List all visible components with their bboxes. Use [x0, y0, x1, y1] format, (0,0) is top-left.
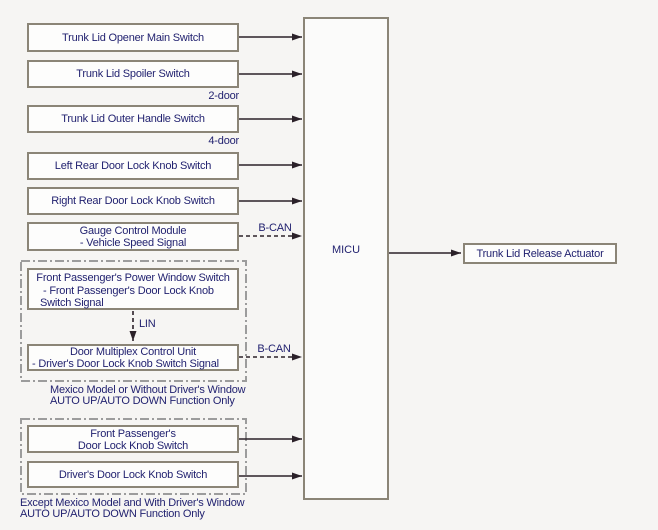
bus-label-bcan-upper: B-CAN	[258, 222, 292, 234]
node-trunk-lid-release-actuator: Trunk Lid Release Actuator	[463, 243, 617, 264]
node-label: Trunk Lid Release Actuator	[476, 247, 604, 260]
group-caption-mexico-model: Mexico Model or Without Driver's Window …	[50, 384, 246, 407]
node-label: Left Rear Door Lock Knob Switch	[54, 160, 212, 172]
node-trunk-lid-outer-handle-switch: Trunk Lid Outer Handle Switch	[27, 105, 239, 133]
node-label-line1: Front Passenger's	[90, 428, 176, 440]
node-label: Right Rear Door Lock Knob Switch	[51, 195, 215, 207]
node-label-line2: - Driver's Door Lock Knob Switch Signal	[32, 357, 219, 370]
node-label-line3: Switch Signal	[40, 297, 104, 309]
lin-label: LIN	[139, 318, 156, 330]
node-front-passengers-power-window-switch: Front Passenger's Power Window Switch - …	[27, 268, 239, 310]
node-label-line2: Door Lock Knob Switch	[77, 439, 189, 452]
node-label: MICU	[331, 243, 361, 256]
node-door-multiplex-control-unit: Door Multiplex Control Unit - Driver's D…	[27, 344, 239, 371]
node-label-line1: Gauge Control Module	[79, 225, 187, 237]
variant-note-2-door: 2-door	[208, 90, 239, 102]
node-label-line2: - Front Passenger's Door Lock Knob	[43, 284, 214, 297]
caption-line2: AUTO UP/AUTO DOWN Function Only	[20, 507, 205, 520]
node-label-line2: - Vehicle Speed Signal	[79, 237, 187, 249]
node-right-rear-door-lock-knob-switch: Right Rear Door Lock Knob Switch	[27, 187, 239, 215]
variant-note-4-door: 4-door	[208, 135, 239, 147]
bus-label-bcan-lower: B-CAN	[257, 343, 291, 355]
group-caption-except-mexico-model: Except Mexico Model and With Driver's Wi…	[20, 497, 245, 520]
node-label-line1: Front Passenger's Power Window Switch	[36, 272, 230, 284]
node-gauge-control-module: Gauge Control Module - Vehicle Speed Sig…	[27, 222, 239, 251]
node-label: Trunk Lid Outer Handle Switch	[61, 113, 205, 125]
node-front-passengers-door-lock-knob-switch: Front Passenger's Door Lock Knob Switch	[27, 425, 239, 453]
node-micu: MICU	[303, 17, 389, 500]
node-drivers-door-lock-knob-switch: Driver's Door Lock Knob Switch	[27, 461, 239, 488]
node-label-line1: Door Multiplex Control Unit	[69, 346, 197, 358]
node-trunk-lid-spoiler-switch: Trunk Lid Spoiler Switch	[27, 60, 239, 88]
node-label: Trunk Lid Spoiler Switch	[76, 68, 190, 80]
node-left-rear-door-lock-knob-switch: Left Rear Door Lock Knob Switch	[27, 152, 239, 180]
caption-line1: Mexico Model or Without Driver's Window	[50, 384, 246, 396]
node-label: Driver's Door Lock Knob Switch	[58, 468, 208, 481]
caption-line2: AUTO UP/AUTO DOWN Function Only	[50, 394, 235, 407]
node-label: Trunk Lid Opener Main Switch	[62, 31, 204, 44]
node-trunk-lid-opener-main-switch: Trunk Lid Opener Main Switch	[27, 23, 239, 52]
caption-line1: Except Mexico Model and With Driver's Wi…	[20, 497, 245, 509]
